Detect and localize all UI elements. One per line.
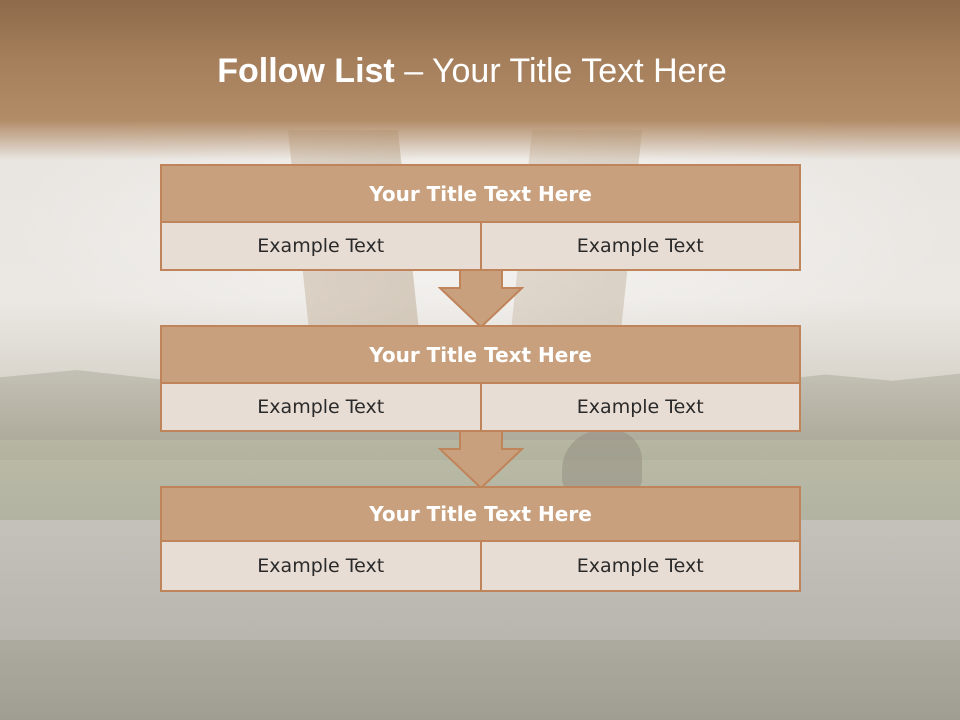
step-cell-left: Example Text [160,384,482,432]
background-grass [0,640,960,720]
step-title: Your Title Text Here [160,325,801,384]
step-cell-left: Example Text [160,542,482,592]
step-block: Your Title Text Here Example Text Exampl… [160,164,801,271]
down-arrow-icon [438,431,524,489]
step-row: Example Text Example Text [160,542,801,592]
step-block: Your Title Text Here Example Text Exampl… [160,486,801,592]
step-cell-right: Example Text [481,223,801,271]
slide-title-bold: Follow List [217,52,395,90]
step-row: Example Text Example Text [160,223,801,271]
slide-title-rest: – Your Title Text Here [394,52,727,90]
step-cell-right: Example Text [481,384,801,432]
step-cell-left: Example Text [160,223,482,271]
slide-title: Follow List – Your Title Text Here [0,52,944,91]
step-title: Your Title Text Here [160,164,801,223]
step-cell-right: Example Text [481,542,801,592]
step-block: Your Title Text Here Example Text Exampl… [160,325,801,432]
step-title: Your Title Text Here [160,486,801,542]
step-row: Example Text Example Text [160,384,801,432]
background-shoe [562,430,642,490]
down-arrow-icon [438,270,524,328]
header-band [0,0,960,160]
